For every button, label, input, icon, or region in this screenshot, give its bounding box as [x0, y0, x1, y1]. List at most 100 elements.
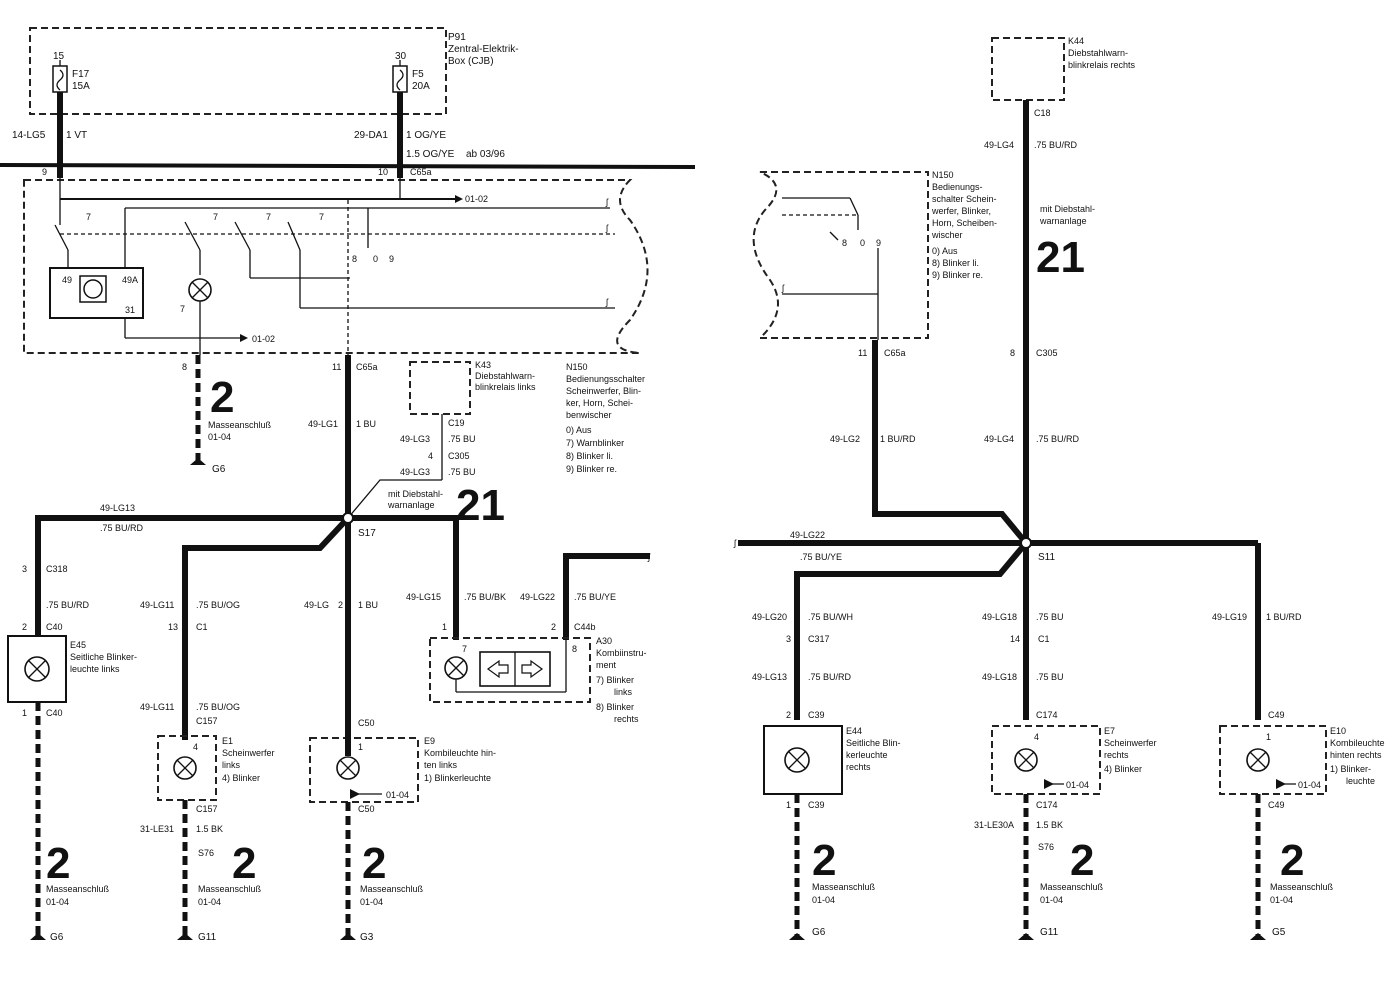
n150r-p11: 11 [858, 348, 867, 358]
a30-l5: 8) Blinker [596, 702, 634, 712]
n150-legend-l2: Scheinwerfer, Blin- [566, 386, 641, 396]
k43-num: 21 [456, 481, 505, 530]
k44-pin8: 8 [1010, 348, 1015, 358]
e45-c318: C318 [46, 564, 68, 574]
e44-side-indicator-right: 49-LG20 .75 BU/WH 3 C317 49-LG13 .75 BU/… [752, 612, 901, 940]
e44-l3: rechts [846, 762, 871, 772]
k44-s2: .75 BU/RD [1036, 434, 1080, 444]
e1-gnd-label: Masseanschluß [198, 884, 262, 894]
k43-w2: 49-LG3 [400, 467, 430, 477]
wire-29da1-spec2: 1.5 OG/YE [406, 149, 455, 160]
e9-l3: 1) Blinkerleuchte [424, 773, 491, 783]
fuse-f17 [52, 65, 68, 93]
gnd-top-num: 2 [210, 373, 234, 422]
e10-pin1: 1 [1266, 732, 1271, 742]
n150-legend-item-0: 0) Aus [566, 425, 592, 435]
n150r-p0: 0 [860, 238, 865, 248]
n150r-p8: 8 [842, 238, 847, 248]
pin-7d: 7 [319, 212, 324, 222]
wire-14lg5-spec: 1 VT [66, 130, 87, 141]
n150r-s: 1 BU/RD [880, 434, 916, 444]
e45-pin2: 2 [22, 622, 27, 632]
e44-gnd-label: Masseanschluß [812, 882, 876, 892]
arrow-right-icon [521, 659, 544, 679]
e10-l1: Kombileuchte [1330, 738, 1385, 748]
n150-right-box [752, 171, 929, 339]
n150-left: 9 10 C65a 01-02 ʃ ʃ ʃ 7 7 7 7 8 0 9 49 [23, 167, 649, 355]
p91-id: P91 [448, 32, 466, 43]
e10-gnd-ref: 01-04 [1270, 895, 1293, 905]
e44-l1: Seitliche Blin- [846, 738, 901, 748]
e7-gnd-g: G11 [1040, 927, 1059, 938]
e1-l2: links [222, 760, 241, 770]
a30-pin2: 2 [551, 622, 556, 632]
n150r-l4: Horn, Scheiben- [932, 218, 997, 228]
e1-pin13: 13 [168, 622, 178, 632]
a30-l4: links [614, 687, 633, 697]
e10-s: 1 BU/RD [1266, 612, 1302, 622]
e1-w3: 31-LE31 [140, 824, 174, 834]
n150-left-box [23, 179, 649, 354]
n150-legend-item-1: 7) Warnblinker [566, 438, 624, 448]
relay-31: 31 [125, 305, 135, 315]
f17-id: F17 [72, 69, 90, 80]
e10-box [1219, 725, 1327, 795]
n150-legend-l3: ker, Horn, Schei- [566, 398, 633, 408]
e10-l2: hinten rechts [1330, 750, 1382, 760]
e1-headlamp-left: 49-LG11 .75 BU/OG 13 C1 49-LG11 .75 BU/O… [140, 600, 275, 943]
e45-id: E45 [70, 640, 86, 650]
pin-9: 9 [42, 167, 47, 177]
e44-pin1: 1 [786, 800, 791, 810]
e1-box [157, 735, 217, 801]
e44-s2: .75 BU/RD [808, 672, 852, 682]
f17-rating: 15A [72, 81, 90, 92]
e9-pin1: 1 [358, 742, 363, 752]
e10-gnd-num: 2 [1280, 836, 1304, 885]
e10-gnd-label: Masseanschluß [1270, 882, 1334, 892]
k43-relay: K43 Diebstahlwarn- blinkrelais links C19… [347, 360, 536, 530]
n150-legend-l4: benwischer [566, 410, 612, 420]
a30-l3: 7) Blinker [596, 675, 634, 685]
k44-num: 21 [1036, 233, 1085, 282]
p91-name2: Box (CJB) [448, 56, 494, 67]
e7-l3: 4) Blinker [1104, 764, 1142, 774]
e9-gnd-label: Masseanschluß [360, 884, 424, 894]
e45-box [7, 635, 67, 703]
e1-c157a: C157 [196, 716, 218, 726]
pin-7a: 7 [86, 212, 91, 222]
e10-l4: leuchte [1346, 776, 1375, 786]
e44-id: E44 [846, 726, 862, 736]
e1-gnd-ref: 01-04 [198, 897, 221, 907]
e1-s2: .75 BU/OG [196, 702, 240, 712]
e10-gnd-g: G5 [1272, 927, 1286, 938]
a30-pin1: 1 [442, 622, 447, 632]
e9-ref: 01-04 [386, 790, 409, 800]
a30-box [429, 637, 591, 703]
n150-left-legend: N150 Bedienungsschalter Scheinwerfer, Bl… [566, 362, 645, 474]
gnd-top-label: Masseanschluß [208, 420, 272, 430]
a30-pin7: 7 [462, 644, 467, 654]
e1-s1: .75 BU/OG [196, 600, 240, 610]
wire-29da1: 29-DA1 [354, 130, 388, 141]
e7-s76: S76 [1038, 842, 1054, 852]
f5-id: F5 [412, 69, 424, 80]
e1-c157b: C157 [196, 804, 218, 814]
e7-s2: .75 BU [1036, 672, 1064, 682]
a30-l6: rechts [614, 714, 639, 724]
a30-c44b: C44b [574, 622, 596, 632]
k44-c305: C305 [1036, 348, 1058, 358]
a30-w2: 49-LG22 [520, 592, 555, 602]
e7-c1: C1 [1038, 634, 1050, 644]
n150-legend-item-3: 9) Blinker re. [566, 464, 617, 474]
f5-term: 30 [395, 51, 407, 62]
e7-gnd-ref: 01-04 [1040, 895, 1063, 905]
e10-rear-lamp-right: 49-LG19 1 BU/RD C49 1 01-04 E10 Kombileu… [1212, 612, 1385, 940]
e7-w3: 31-LE30A [974, 820, 1014, 830]
n150-legend-id: N150 [566, 362, 588, 372]
e9-c50b: C50 [358, 804, 375, 814]
k43-pin: 4 [428, 451, 433, 461]
e9-l1: Kombileuchte hin- [424, 748, 496, 758]
relay-49: 49 [62, 275, 72, 285]
e10-c49a: C49 [1268, 710, 1285, 720]
e10-c49b: C49 [1268, 800, 1285, 810]
